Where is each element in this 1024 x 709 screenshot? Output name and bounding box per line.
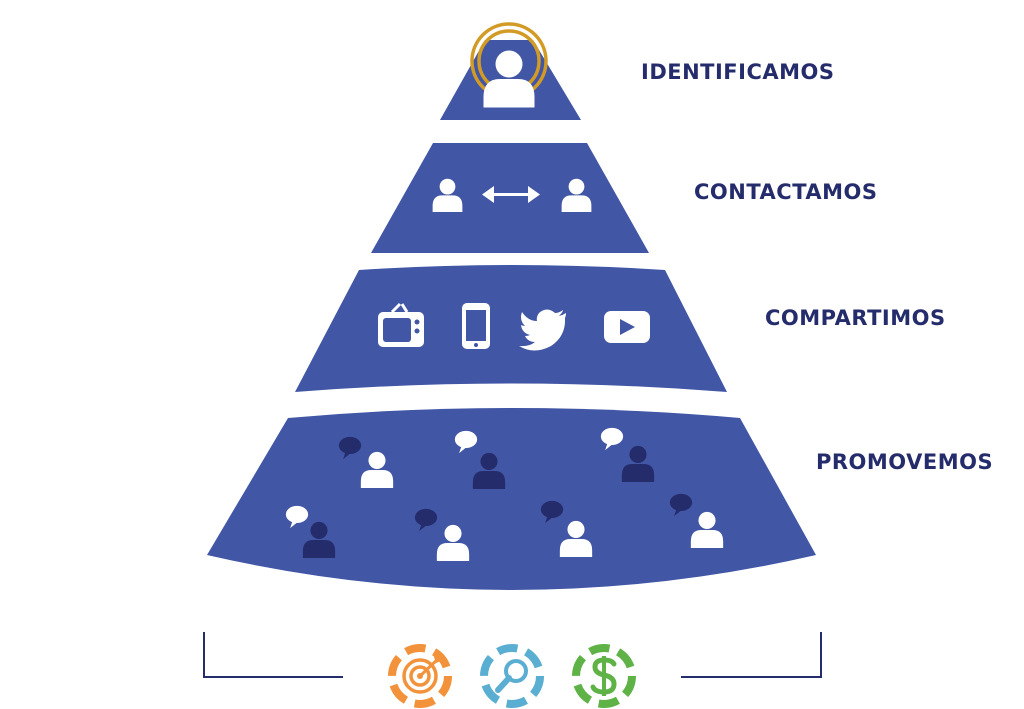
tier-2-contactamos bbox=[371, 143, 649, 253]
twitter-bird-icon bbox=[519, 309, 566, 351]
tier-1-label: IDENTIFICAMOS bbox=[641, 60, 835, 84]
tier-3-label: COMPARTIMOS bbox=[765, 306, 946, 330]
smartphone-icon bbox=[462, 303, 490, 349]
tv-icon bbox=[378, 302, 424, 347]
tier-4-label: PROMOVEMOS bbox=[816, 450, 994, 474]
tier-4-promovemos bbox=[207, 408, 816, 590]
bottom-bracket bbox=[203, 632, 822, 678]
double-arrow-icon bbox=[482, 186, 540, 203]
tier-2-label: CONTACTAMOS bbox=[694, 180, 878, 204]
magnifier-icon bbox=[480, 644, 544, 708]
youtube-play-icon bbox=[604, 311, 650, 343]
dollar-icon bbox=[572, 644, 636, 708]
tier-3-compartimos bbox=[295, 265, 727, 392]
highlighted-user-icon bbox=[470, 22, 548, 108]
target-icon bbox=[388, 644, 452, 708]
